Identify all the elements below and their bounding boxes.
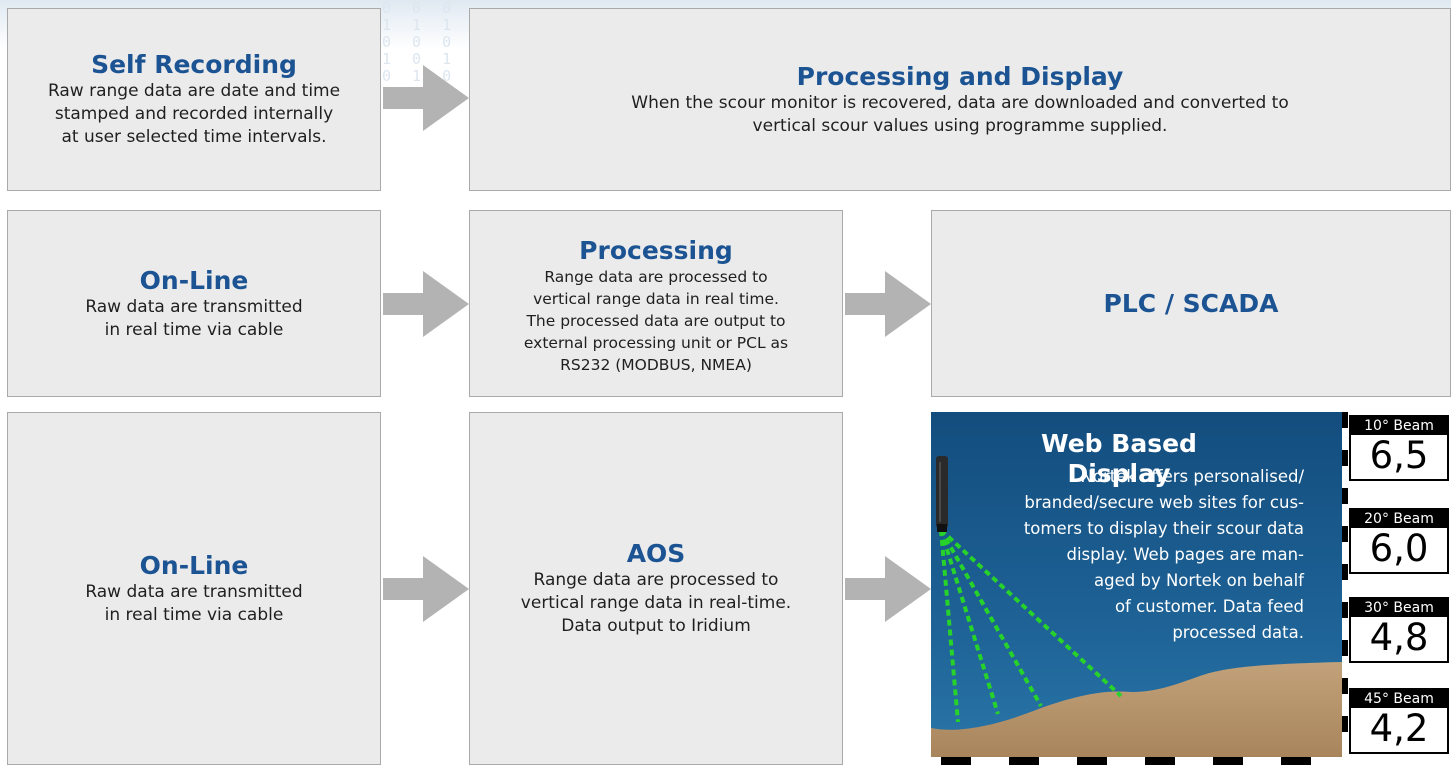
arrow-icon [383, 556, 469, 622]
self-recording-line: Raw range data are date and time [47, 81, 341, 101]
online-box-1: On-Line Raw data are transmitted in real… [7, 210, 381, 397]
arrow-icon [383, 271, 469, 337]
processing-title: Processing [579, 235, 733, 265]
beam-value: 6,5 [1351, 435, 1447, 479]
web-display-line: processed data. [1172, 623, 1304, 642]
binary-digits-decoration: 0 0 0 1 1 1 0 0 0 1 0 1 0 1 0 [382, 0, 458, 85]
processing-and-display-line: vertical scour values using programme su… [752, 115, 1168, 136]
beam-readout-45: 45° Beam 4,2 [1349, 688, 1449, 754]
processing-description: Range data are processed to vertical ran… [524, 266, 788, 376]
web-display-line: branded/secure web sites for cus- [1024, 493, 1304, 512]
online-line: Raw data are transmitted [85, 296, 303, 317]
online-title-2: On-Line [139, 550, 249, 580]
web-display-line: aged by Nortek on behalf [1094, 571, 1304, 590]
web-display-line: tomers to display their scour data [1023, 519, 1304, 538]
seabed-sediment [931, 662, 1342, 765]
beam-readout-30: 30° Beam 4,8 [1349, 597, 1449, 663]
self-recording-title: Self Recording [91, 50, 297, 79]
processing-and-display-box: Processing and Display When the scour mo… [469, 8, 1451, 191]
online-line: Raw data are transmitted [85, 581, 303, 602]
plc-scada-box: PLC / SCADA [931, 210, 1451, 397]
beam-readout-10: 10° Beam 6,5 [1349, 415, 1449, 481]
online-box-2: On-Line Raw data are transmitted in real… [7, 412, 381, 765]
aos-line: Data output to Iridium [561, 616, 751, 636]
online-title-1: On-Line [139, 265, 249, 295]
web-display-line: Nortek offers personalised/ [1080, 467, 1305, 486]
self-recording-line: at user selected time intervals. [61, 127, 327, 147]
beam-value: 6,0 [1351, 528, 1447, 572]
online-line: in real time via cable [104, 604, 284, 625]
beam-readout-20: 20° Beam 6,0 [1349, 508, 1449, 574]
ruler-tick [1342, 678, 1348, 694]
online-description-2: Raw data are transmitted in real time vi… [85, 581, 302, 627]
self-recording-box: Self Recording Raw range data are date a… [7, 8, 381, 191]
beam-label: 20° Beam [1364, 511, 1434, 527]
self-recording-line: stamped and recorded internally [54, 104, 334, 124]
aos-line: Range data are processed to [533, 570, 779, 590]
ruler-tick [1342, 564, 1348, 580]
aos-description: Range data are processed to vertical ran… [521, 569, 791, 638]
processing-and-display-line: When the scour monitor is recovered, dat… [631, 92, 1289, 113]
processing-line: The processed data are output to [526, 311, 786, 330]
processing-box: Processing Range data are processed to v… [469, 210, 843, 397]
beam-label: 45° Beam [1364, 691, 1434, 707]
online-description-1: Raw data are transmitted in real time vi… [85, 296, 302, 342]
plc-scada-title: PLC / SCADA [1103, 288, 1279, 318]
arrow-icon [845, 556, 931, 622]
self-recording-description: Raw range data are date and time stamped… [48, 80, 340, 149]
ruler-tick [1342, 602, 1348, 618]
processing-and-display-title: Processing and Display [796, 61, 1124, 91]
aos-title: AOS [626, 539, 686, 568]
scour-illustration [931, 412, 1342, 765]
sensor-icon [936, 456, 948, 528]
web-display-description: Nortek offers personalised/ branded/secu… [974, 464, 1304, 646]
beam-value: 4,2 [1351, 708, 1447, 752]
aos-line: vertical range data in real-time. [520, 593, 792, 613]
web-based-display-panel: Web Based Display Nortek offers personal… [931, 412, 1342, 765]
online-line: in real time via cable [104, 319, 284, 340]
ruler-tick [1342, 488, 1348, 504]
ruler-tick [1342, 640, 1348, 656]
web-display-line: display. Web pages are man- [1066, 545, 1304, 564]
arrow-icon [383, 65, 469, 131]
web-display-title: Web Based Display [1041, 429, 1197, 488]
processing-line: Range data are processed to [544, 267, 768, 286]
web-display-line: of customer. Data feed [1114, 597, 1304, 616]
beam-label: 30° Beam [1364, 600, 1434, 616]
ruler-tick [1342, 526, 1348, 542]
ruler-tick [1342, 412, 1348, 428]
acoustic-beams [939, 528, 1123, 723]
processing-line: vertical range data in real time. [533, 289, 779, 308]
beam-label: 10° Beam [1364, 418, 1434, 434]
processing-and-display-description: When the scour monitor is recovered, dat… [631, 92, 1288, 138]
aos-box: AOS Range data are processed to vertical… [469, 412, 843, 765]
ruler-tick [1342, 716, 1348, 732]
ruler-tick [1342, 450, 1348, 466]
ruler-ticks-bottom [931, 757, 1342, 765]
processing-line: RS232 (MODBUS, NMEA) [560, 355, 752, 374]
beam-value: 4,8 [1351, 617, 1447, 661]
processing-line: external processing unit or PCL as [523, 333, 789, 352]
arrow-icon [845, 271, 931, 337]
